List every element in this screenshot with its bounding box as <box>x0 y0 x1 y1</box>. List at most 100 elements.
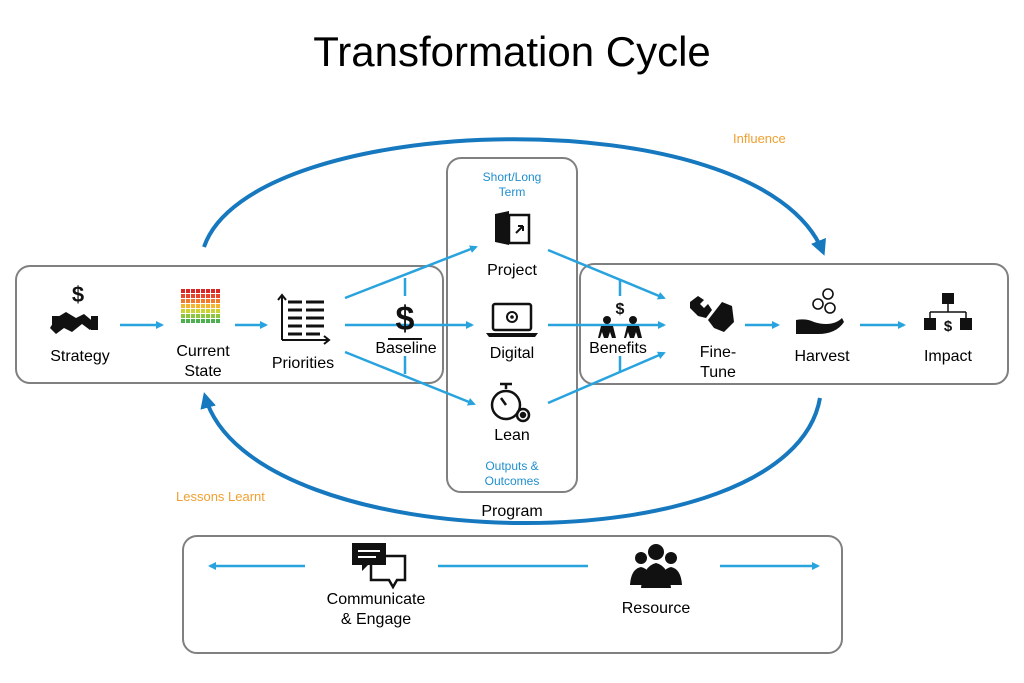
heatmap-cell <box>191 304 195 308</box>
arrow-lean-finetune <box>547 351 666 405</box>
heatmap-cell <box>211 299 215 303</box>
program-label: Program <box>481 503 543 520</box>
heatmap-cell <box>206 309 210 313</box>
project-door-icon <box>495 211 531 245</box>
heatmap-cell <box>201 319 205 323</box>
current-state-line1: Current <box>176 343 230 360</box>
heatmap-cell <box>196 294 200 298</box>
finetune-line2: Tune <box>700 364 736 381</box>
page-title: Transformation Cycle <box>313 28 711 75</box>
chat-bubbles-icon <box>352 543 407 590</box>
project-label: Project <box>487 262 537 279</box>
communicate-line2: & Engage <box>340 611 412 628</box>
heatmap-cell <box>211 314 215 318</box>
heatmap-cell <box>201 299 205 303</box>
heatmap-cell <box>211 289 215 293</box>
strategy-label: Strategy <box>50 348 110 365</box>
heatmap-cell <box>186 314 190 318</box>
heatmap-cell <box>216 289 220 293</box>
heatmap-cell <box>191 294 195 298</box>
heatmap-cell <box>196 304 200 308</box>
heatmap-cell <box>201 289 205 293</box>
lessons-arrow <box>200 392 822 525</box>
heatmap-cell <box>211 294 215 298</box>
laptop-gear-icon <box>486 302 538 337</box>
arrow-priorities-lean <box>344 350 476 406</box>
digital-label: Digital <box>489 345 535 362</box>
heatmap-cell <box>186 304 190 308</box>
current-state-label: Current State <box>153 342 253 382</box>
handshake-dollar-icon: $ <box>50 282 98 334</box>
heatmap-cell <box>181 304 185 308</box>
arrow-priorities-project <box>344 245 478 300</box>
heatmap-cell <box>186 299 190 303</box>
arrow-project-finetune <box>547 248 666 300</box>
heatmap-cell <box>186 294 190 298</box>
heatmap-cell <box>201 309 205 313</box>
dollar-icon: $ <box>388 300 422 340</box>
svg-text:$: $ <box>72 282 84 307</box>
harvest-label: Harvest <box>794 348 850 365</box>
heatmap-cell <box>206 304 210 308</box>
heatmap-cell <box>181 309 185 313</box>
heatmap-cell <box>191 299 195 303</box>
heatmap-cell <box>216 304 220 308</box>
heatmap-cell <box>216 294 220 298</box>
influence-arrow <box>202 137 826 256</box>
communicate-label: Communicate & Engage <box>316 590 436 630</box>
heatmap-cell <box>181 314 185 318</box>
heatmap-cell <box>216 319 220 323</box>
heatmap-cell <box>191 319 195 323</box>
ranked-list-icon <box>277 293 331 345</box>
wrench-hand-icon <box>690 296 734 332</box>
svg-text:$: $ <box>616 301 625 318</box>
resource-label: Resource <box>621 600 691 617</box>
group-people-icon <box>630 544 682 588</box>
lean-label: Lean <box>494 427 530 444</box>
heatmap-cell <box>181 289 185 293</box>
people-dollar-icon: $ <box>598 301 642 338</box>
outputs-note-line2: Outcomes <box>484 474 540 488</box>
heatmap-cell <box>201 294 205 298</box>
heatmap-cell <box>181 319 185 323</box>
heatmap-cell <box>191 289 195 293</box>
influence-label: Influence <box>733 131 786 146</box>
heatmap-cell <box>211 319 215 323</box>
stopwatch-gear-icon <box>490 382 531 423</box>
priorities-label: Priorities <box>271 355 335 372</box>
svg-text:$: $ <box>944 318 953 335</box>
heatmap-cell <box>206 289 210 293</box>
support-box <box>182 535 843 654</box>
heatmap-grid-icon <box>181 289 220 323</box>
outputs-note: Outputs & Outcomes <box>462 459 562 489</box>
heatmap-cell <box>206 299 210 303</box>
heatmap-cell <box>186 309 190 313</box>
heatmap-cell <box>186 319 190 323</box>
current-state-line2: State <box>184 363 222 380</box>
heatmap-cell <box>196 289 200 293</box>
term-note-line1: Short/Long <box>482 170 542 184</box>
heatmap-cell <box>196 309 200 313</box>
svg-text:$: $ <box>396 300 415 338</box>
heatmap-cell <box>181 299 185 303</box>
term-note-line2: Term <box>498 185 526 199</box>
heatmap-cell <box>206 294 210 298</box>
heatmap-cell <box>181 294 185 298</box>
heatmap-cell <box>186 289 190 293</box>
heatmap-cell <box>206 314 210 318</box>
impact-label: Impact <box>923 348 972 365</box>
heatmap-cell <box>206 319 210 323</box>
benefits-label: Benefits <box>589 340 647 357</box>
heatmap-cell <box>216 299 220 303</box>
heatmap-cell <box>191 309 195 313</box>
heatmap-cell <box>216 309 220 313</box>
org-chart-dollar-icon: $ <box>924 293 972 335</box>
heatmap-cell <box>201 314 205 318</box>
hand-coins-icon <box>796 288 844 334</box>
heatmap-cell <box>211 304 215 308</box>
outputs-note-line1: Outputs & <box>485 459 539 473</box>
heatmap-cell <box>196 299 200 303</box>
heatmap-cell <box>211 309 215 313</box>
heatmap-cell <box>216 314 220 318</box>
